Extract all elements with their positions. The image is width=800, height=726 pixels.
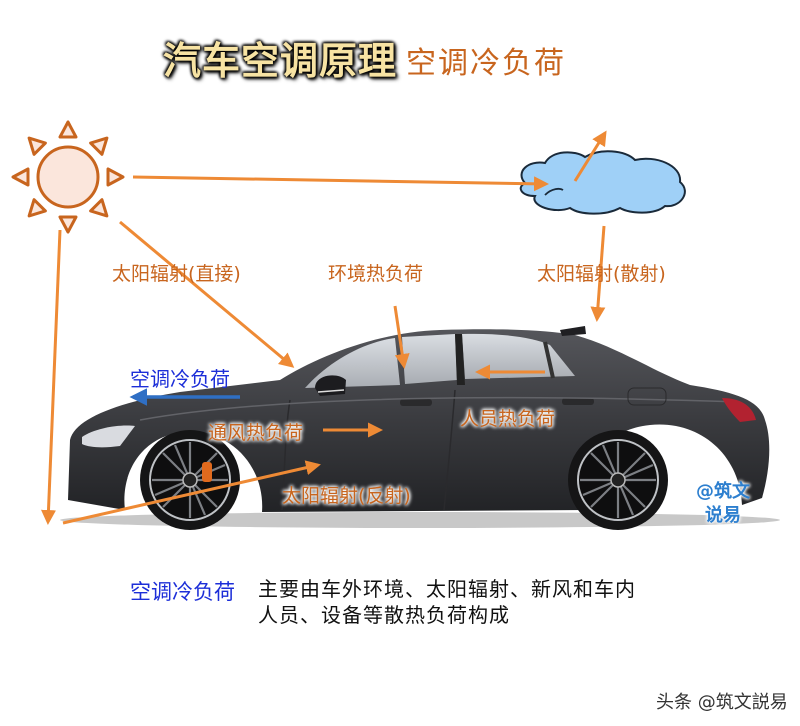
arrow-sun-to-cloud (132, 175, 549, 192)
label-solar-direct: 太阳辐射(直接) (112, 263, 241, 285)
cloud-icon (519, 150, 686, 215)
arrow-ground-reflect (62, 460, 321, 525)
watermark-line1: @筑文 (696, 481, 750, 502)
watermark: @筑文 说易 (683, 480, 763, 528)
label-solar-reflected: 太阳辐射(反射) (282, 485, 411, 507)
label-ac-cooling-load: 空调冷负荷 (130, 367, 230, 391)
arrow-ambient-heat (393, 305, 410, 369)
description-text: 主要由车外环境、太阳辐射、新风和车内 人员、设备等散热负荷构成 (258, 576, 636, 628)
arrow-solar-direct (119, 220, 295, 368)
label-solar-scattered: 太阳辐射(散射) (537, 263, 666, 285)
description-key: 空调冷负荷 (130, 580, 235, 604)
page-subtitle: 空调冷负荷 (406, 46, 566, 81)
label-ambient-heat: 环境热负荷 (328, 263, 424, 285)
label-occupant-heat: 人员热负荷 (460, 408, 556, 430)
description-line1: 主要由车外环境、太阳辐射、新风和车内 (258, 577, 636, 601)
arrow-sun-down (40, 229, 62, 525)
watermark-line2: 说易 (705, 505, 741, 526)
page-title: 汽车空调原理 (163, 39, 398, 83)
arrow-solar-scattered (590, 225, 606, 322)
sun-icon (11, 120, 125, 234)
label-ventilation-heat: 通风热负荷 (208, 422, 304, 444)
description-line2: 人员、设备等散热负荷构成 (258, 603, 510, 627)
source-credit: 头条 @筑文説易 (656, 692, 788, 713)
arrow-cloud-up (573, 130, 607, 182)
sedan-car-illustration (60, 326, 780, 530)
